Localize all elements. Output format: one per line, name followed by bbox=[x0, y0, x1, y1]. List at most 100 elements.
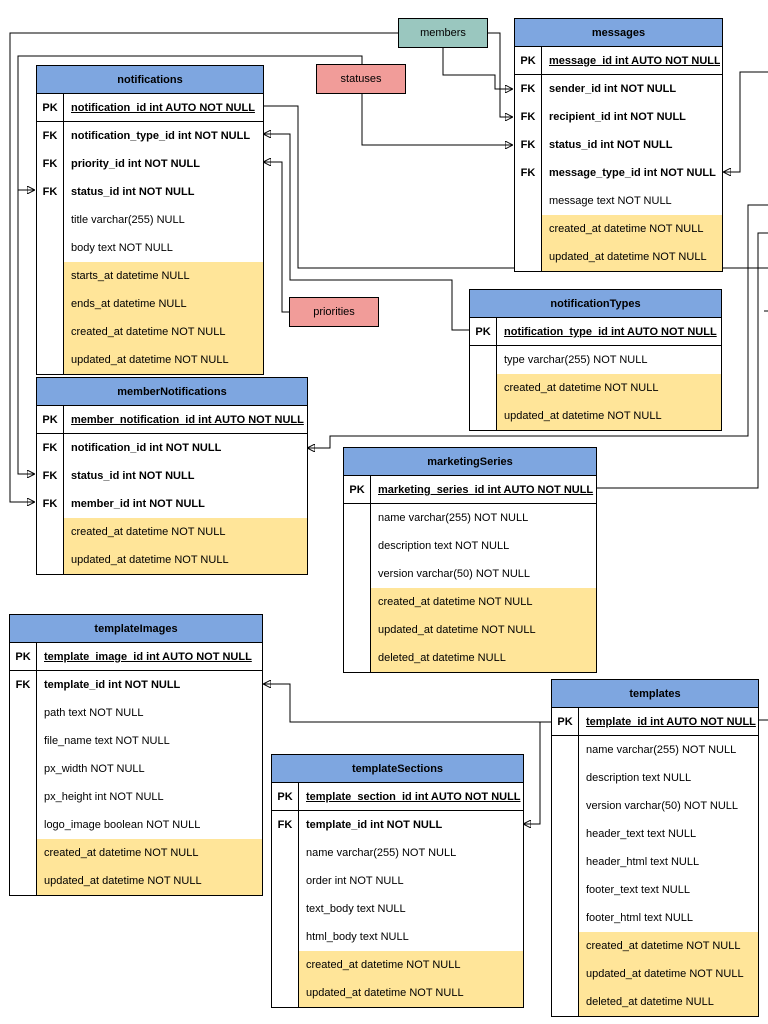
field-definition: template_id int AUTO NOT NULL bbox=[586, 716, 756, 728]
field-definition: footer_html text NULL bbox=[586, 912, 693, 924]
field-definition: version varchar(50) NOT NULL bbox=[378, 568, 531, 580]
foreign-key-row: FK recipient_id int NOT NULL bbox=[515, 103, 722, 131]
key-marker: FK bbox=[520, 83, 536, 95]
field-definition: updated_at datetime NOT NULL bbox=[299, 979, 523, 1007]
field-definition: deleted_at datetime NULL bbox=[371, 644, 596, 672]
key-marker: PK bbox=[277, 791, 293, 803]
statuses-tag: statuses bbox=[316, 64, 406, 94]
field-definition: notification_type_id int NOT NULL bbox=[71, 130, 251, 142]
field-definition: notification_id int NOT NULL bbox=[71, 442, 222, 454]
notifications-to-membernotifications-entry bbox=[308, 204, 768, 448]
field-definition: name varchar(255) NOT NULL bbox=[306, 847, 457, 859]
field-definition: member_notification_id int AUTO NOT NULL bbox=[71, 414, 304, 426]
field-row: version varchar(50) NOT NULL bbox=[552, 792, 758, 820]
field-row: name varchar(255) NOT NULL bbox=[272, 839, 523, 867]
field-definition: updated_at datetime NOT NULL bbox=[37, 867, 262, 895]
key-marker: PK bbox=[15, 651, 31, 663]
field-definition: message text NOT NULL bbox=[549, 195, 672, 207]
field-definition: recipient_id int NOT NULL bbox=[549, 111, 686, 123]
marketingseries-outgoing-connector bbox=[597, 232, 768, 489]
field-definition: starts_at datetime NULL bbox=[64, 262, 263, 290]
field-definition: template_id int NOT NULL bbox=[306, 819, 443, 831]
field-row: footer_html text NULL bbox=[552, 904, 758, 932]
field-definition: created_at datetime NOT NULL bbox=[64, 318, 263, 346]
foreign-key-row: FK sender_id int NOT NULL bbox=[515, 75, 722, 103]
field-row: starts_at datetime NULL bbox=[37, 262, 263, 290]
key-marker: FK bbox=[520, 167, 536, 179]
field-row: created_at datetime NOT NULL bbox=[272, 951, 523, 979]
entity-title: marketingSeries bbox=[344, 448, 596, 476]
foreign-key-row: FK status_id int NOT NULL bbox=[515, 131, 722, 159]
field-row: file_name text NOT NULL bbox=[10, 727, 262, 755]
field-definition: message_type_id int NOT NULL bbox=[549, 167, 716, 179]
field-definition: name varchar(255) NOT NULL bbox=[378, 512, 529, 524]
members-tag: members bbox=[398, 18, 488, 48]
field-row: type varchar(255) NOT NULL bbox=[470, 346, 721, 374]
statuses-to-notifications-connector bbox=[17, 55, 363, 190]
field-definition: sender_id int NOT NULL bbox=[549, 83, 677, 95]
messagetype-to-messages-connector bbox=[724, 71, 768, 172]
field-row: message text NOT NULL bbox=[515, 187, 722, 215]
field-row: ends_at datetime NULL bbox=[37, 290, 263, 318]
field-row: description text NOT NULL bbox=[344, 532, 596, 560]
key-marker: FK bbox=[42, 158, 58, 170]
key-marker: PK bbox=[475, 326, 491, 338]
field-row: html_body text NULL bbox=[272, 923, 523, 951]
field-definition: created_at datetime NOT NULL bbox=[299, 951, 523, 979]
field-definition: status_id int NOT NULL bbox=[71, 470, 195, 482]
field-definition: status_id int NOT NULL bbox=[549, 139, 673, 151]
field-row: updated_at datetime NOT NULL bbox=[10, 867, 262, 895]
field-definition: updated_at datetime NOT NULL bbox=[579, 960, 758, 988]
key-marker: PK bbox=[520, 55, 536, 67]
entity-title: messages bbox=[515, 19, 722, 47]
field-row: description text NULL bbox=[552, 764, 758, 792]
key-marker: FK bbox=[42, 498, 58, 510]
field-definition: description text NULL bbox=[586, 772, 692, 784]
field-row: name varchar(255) NOT NULL bbox=[344, 504, 596, 532]
field-definition: notification_id int AUTO NOT NULL bbox=[71, 102, 255, 114]
field-definition: description text NOT NULL bbox=[378, 540, 510, 552]
field-row: created_at datetime NOT NULL bbox=[552, 932, 758, 960]
field-definition: px_height int NOT NULL bbox=[44, 791, 164, 803]
field-row: text_body text NULL bbox=[272, 895, 523, 923]
entity-title: templateSections bbox=[272, 755, 523, 783]
entity-fields: PK member_notification_id int AUTO NOT NU… bbox=[37, 406, 307, 574]
field-definition: priority_id int NOT NULL bbox=[71, 158, 200, 170]
members-to-messages-sender-connector bbox=[442, 47, 512, 89]
field-row: logo_image boolean NOT NULL bbox=[10, 811, 262, 839]
key-marker: FK bbox=[520, 139, 536, 151]
field-row: updated_at datetime NOT NULL bbox=[37, 346, 263, 374]
field-row: created_at datetime NOT NULL bbox=[344, 588, 596, 616]
key-marker: FK bbox=[42, 470, 58, 482]
field-definition: created_at datetime NOT NULL bbox=[64, 518, 307, 546]
field-definition: header_html text NULL bbox=[586, 856, 700, 868]
statuses-to-membernotifications-connector bbox=[17, 190, 34, 474]
field-definition: name varchar(255) NOT NULL bbox=[586, 744, 737, 756]
field-row: title varchar(255) NULL bbox=[37, 206, 263, 234]
entity-title: templates bbox=[552, 680, 758, 708]
members-to-membernotifications-connector bbox=[9, 32, 398, 502]
field-definition: template_image_id int AUTO NOT NULL bbox=[44, 651, 252, 663]
key-marker: FK bbox=[520, 111, 536, 123]
field-definition: created_at datetime NOT NULL bbox=[497, 374, 721, 402]
field-definition: file_name text NOT NULL bbox=[44, 735, 170, 747]
primary-key-row: PK template_image_id int AUTO NOT NULL bbox=[10, 643, 262, 671]
key-marker: PK bbox=[42, 414, 58, 426]
field-row: created_at datetime NOT NULL bbox=[37, 518, 307, 546]
field-row: created_at datetime NOT NULL bbox=[10, 839, 262, 867]
primary-key-row: PK member_notification_id int AUTO NOT NU… bbox=[37, 406, 307, 434]
field-row: order int NOT NULL bbox=[272, 867, 523, 895]
